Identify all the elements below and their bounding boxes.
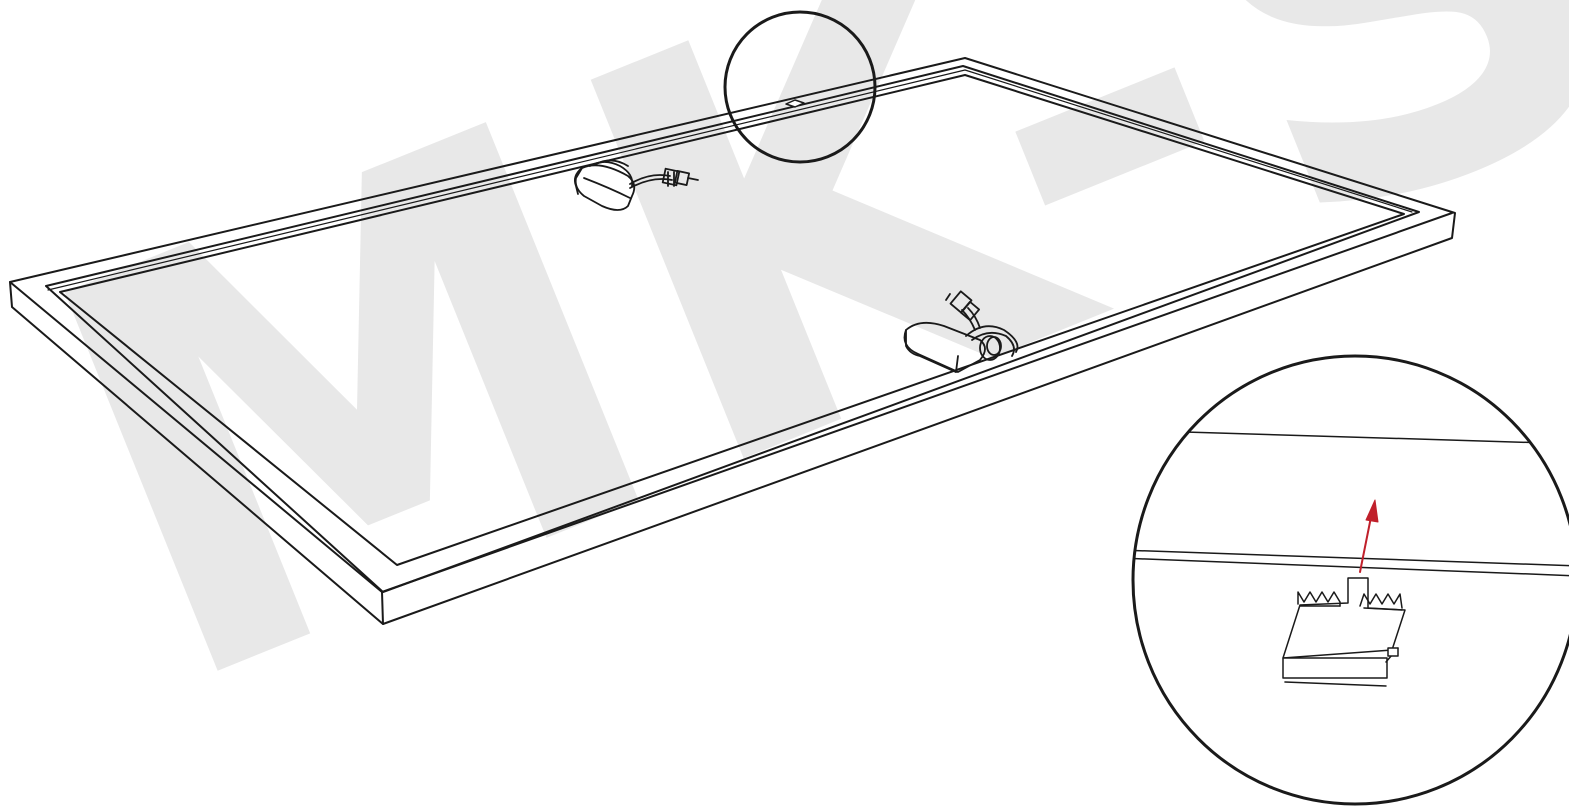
cable-connector-bottom	[945, 290, 980, 322]
grounding-clip	[1282, 577, 1406, 687]
frame-clip	[785, 99, 805, 108]
panel-frame-outer	[9, 57, 1456, 625]
panel-glass-edge	[59, 74, 1405, 566]
cable-connector-top	[661, 167, 699, 187]
detail-frame-edge	[1133, 557, 1569, 577]
detail-zoom	[1131, 354, 1569, 806]
panel-rim-line	[47, 69, 966, 291]
panel-frame-inner-rim	[45, 65, 1420, 593]
panel-frame-corner	[381, 591, 384, 625]
panel-rim-line	[964, 69, 1413, 213]
detail-marker-circle	[723, 10, 877, 164]
detail-frame-edge	[1133, 429, 1569, 445]
junction-box-bottom	[903, 307, 1019, 373]
up-arrow-icon	[1359, 499, 1379, 573]
solar-panel	[9, 57, 1456, 625]
clip-teeth-right	[1359, 593, 1403, 609]
detail-frame-edge	[1133, 549, 1569, 567]
clip-teeth-left	[1297, 591, 1341, 607]
